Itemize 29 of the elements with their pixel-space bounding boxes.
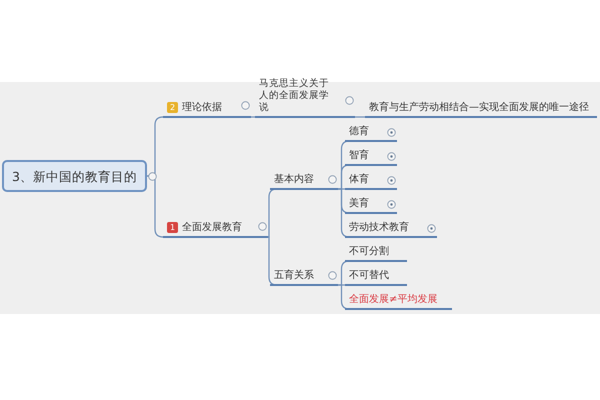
branch-line [355,116,365,118]
topic-label: 德育 [349,125,369,138]
topic-node [345,292,452,310]
branch-line [251,116,255,118]
topic-label: 教育与生产劳动相结合—实现全面发展的唯一途径 [369,101,589,114]
topic-label: 智育 [349,149,369,162]
topic-label: 全面发展≠平均发展 [349,293,438,306]
topic-label: 劳动技术教育 [349,221,409,234]
topic-label: 理论依据 [182,102,222,113]
topic-label: 不可替代 [349,269,389,282]
topic-node [345,196,397,214]
topic-label: 不可分割 [349,245,389,258]
topic-label: 基本内容 [274,173,314,186]
branch-line [147,175,164,238]
topic-node [345,124,397,142]
topic-label: 美育 [349,197,369,210]
topic-node [345,268,407,286]
topic-label: 体育 [349,173,369,186]
topic-label: 全面发展教育 [182,222,242,233]
topic-label: 马克思主义关于人的全面发展学说 [259,78,330,114]
topic-node [345,244,407,262]
topic-node [365,99,597,118]
root-topic-box: 3、新中国的教育目的 [2,160,147,192]
priority-badge: 1 [167,222,178,233]
topic-label: 五育关系 [274,269,314,282]
priority-badge: 2 [167,102,178,113]
topic-node [345,172,397,190]
topic-node [345,220,437,238]
topic-node [345,148,397,166]
